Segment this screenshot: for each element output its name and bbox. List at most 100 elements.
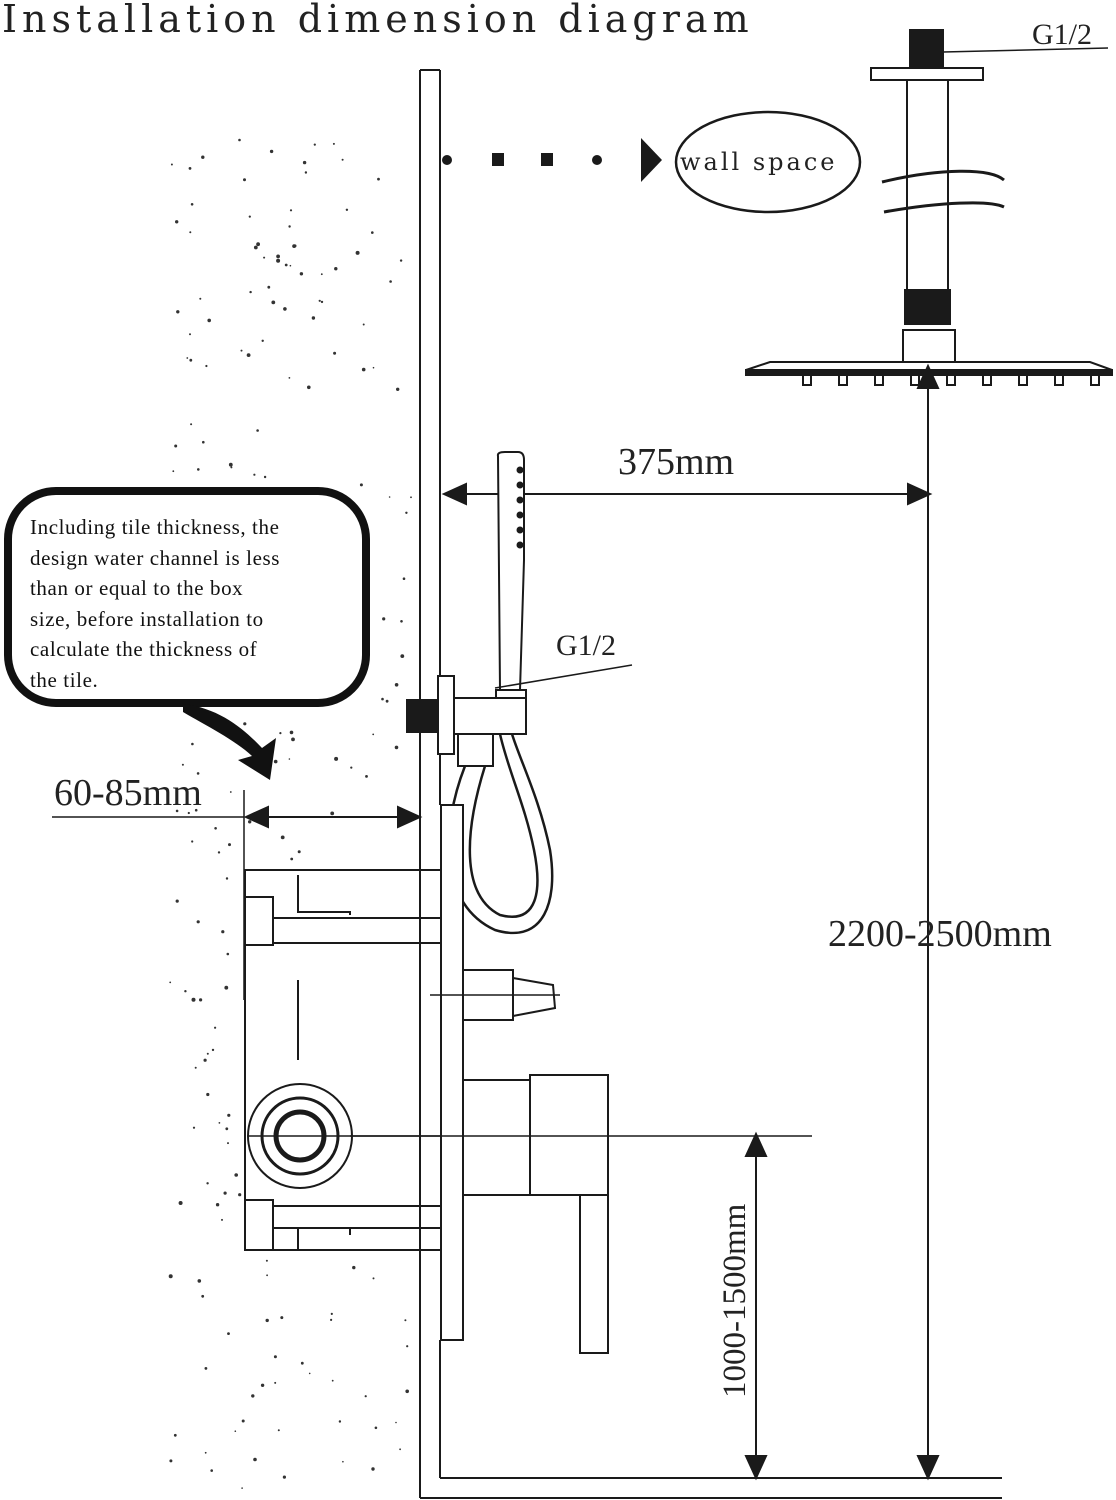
- speckle: [169, 981, 172, 984]
- speckle: [191, 840, 194, 843]
- dim-375-label: 375mm: [618, 441, 734, 483]
- speckle: [297, 850, 301, 854]
- speckle: [266, 1274, 268, 1277]
- speckle: [205, 364, 208, 368]
- speckle: [372, 733, 375, 736]
- speckle: [269, 149, 274, 154]
- speckle: [223, 1191, 227, 1195]
- trim-plate: [440, 804, 464, 1341]
- speckle: [299, 272, 304, 276]
- speckle: [318, 299, 321, 302]
- speckle: [410, 496, 412, 499]
- speckle: [196, 772, 200, 775]
- dim-head-height-label: 2200-2500mm: [828, 913, 1052, 955]
- speckle: [173, 1433, 177, 1437]
- diagram-title: Installation dimension diagram: [2, 0, 754, 41]
- speckle: [172, 470, 175, 473]
- speckle: [226, 952, 230, 956]
- callout-line: calculate the thickness of: [30, 637, 258, 661]
- speckle: [201, 155, 205, 159]
- hand-shower: [495, 451, 527, 705]
- nozzle: [946, 374, 956, 386]
- speckle: [289, 264, 292, 267]
- speckle: [206, 1052, 209, 1055]
- nozzle: [802, 374, 812, 386]
- callout-text: Including tile thickness, the design wat…: [30, 512, 360, 695]
- shower-arm: [870, 29, 1005, 363]
- speckle: [400, 654, 405, 658]
- speckle: [359, 483, 363, 487]
- speckle: [352, 1265, 356, 1270]
- speckle: [175, 809, 179, 813]
- wall-space-arrow: [442, 138, 662, 182]
- speckle: [276, 258, 281, 263]
- speckle: [217, 851, 221, 854]
- speckle: [394, 745, 399, 750]
- wall-space-ellipse: [674, 110, 862, 214]
- speckle: [227, 1142, 229, 1145]
- speckle: [246, 353, 251, 357]
- wall-space-label: wall space: [680, 148, 837, 176]
- speckle: [290, 857, 294, 861]
- speckle: [214, 1026, 217, 1029]
- speckle: [221, 1218, 223, 1221]
- speckle: [400, 620, 403, 623]
- wall-outlet-elbow: [406, 675, 527, 767]
- speckle: [288, 225, 291, 228]
- speckle: [405, 511, 408, 514]
- speckle: [204, 1451, 207, 1454]
- speckle: [361, 367, 366, 372]
- speckle: [169, 1459, 173, 1463]
- speckle: [265, 1259, 268, 1262]
- speckle: [207, 318, 211, 323]
- thread-side-label: G1/2: [556, 629, 616, 662]
- speckle: [176, 310, 180, 314]
- speckle: [396, 387, 400, 391]
- speckle: [199, 297, 202, 300]
- speckle: [248, 215, 251, 218]
- speckle: [234, 1173, 238, 1177]
- speckle: [277, 1429, 280, 1432]
- dim-valve-height-label: 1000-1500mm: [717, 1203, 753, 1398]
- speckle: [402, 577, 406, 580]
- speckle: [190, 423, 193, 426]
- speckle: [229, 791, 232, 793]
- speckle: [399, 1448, 401, 1451]
- speckle: [385, 699, 389, 703]
- speckle: [168, 1274, 173, 1279]
- speckle: [240, 349, 243, 352]
- speckle: [300, 1361, 304, 1365]
- dim-depth-label: 60-85mm: [54, 772, 202, 814]
- speckle: [280, 1316, 284, 1320]
- callout-pointer: [183, 704, 276, 780]
- speckle: [330, 1318, 333, 1321]
- speckle: [394, 683, 399, 687]
- speckle: [189, 231, 192, 234]
- speckle: [181, 763, 184, 766]
- speckle: [230, 466, 233, 469]
- speckle: [279, 732, 282, 735]
- thread-top-label: G1/2: [1032, 18, 1092, 51]
- speckle: [267, 285, 271, 289]
- wall-texture: [168, 138, 412, 1489]
- speckle: [186, 357, 189, 359]
- speckle: [334, 756, 339, 761]
- speckle: [406, 1345, 409, 1348]
- speckle: [304, 171, 308, 174]
- nozzle: [1018, 374, 1028, 386]
- speckle: [381, 697, 384, 701]
- speckle: [192, 1126, 196, 1129]
- nozzle: [982, 374, 992, 386]
- speckle: [227, 1113, 231, 1117]
- speckle: [188, 167, 192, 170]
- speckle: [197, 1279, 202, 1283]
- speckle: [206, 1182, 209, 1185]
- speckle: [215, 1203, 220, 1207]
- speckle: [263, 256, 266, 259]
- speckle: [334, 267, 338, 271]
- speckle: [331, 1379, 334, 1382]
- speckle: [241, 1419, 245, 1423]
- speckle: [288, 758, 291, 760]
- speckle: [271, 300, 276, 305]
- speckle: [189, 333, 191, 336]
